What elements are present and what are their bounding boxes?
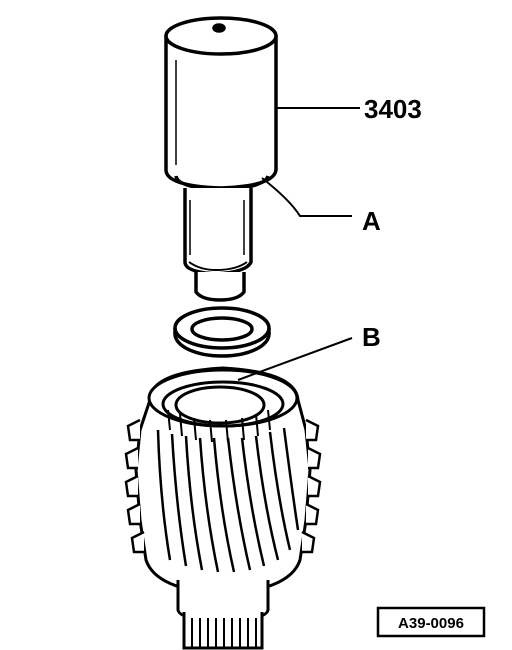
- gear-assembly: [124, 366, 322, 650]
- leader-b: [237, 337, 353, 381]
- ring-seal: [173, 306, 271, 358]
- press-tool-3403: [164, 16, 278, 302]
- leader-lines: [237, 107, 360, 381]
- figure-reference: A39-0096: [398, 615, 464, 632]
- leader-a: [261, 177, 352, 217]
- callout-3403: 3403: [364, 94, 422, 124]
- figure-reference-box: A39-0096: [376, 606, 486, 638]
- callout-a: A: [362, 206, 381, 236]
- callout-b: B: [362, 322, 381, 352]
